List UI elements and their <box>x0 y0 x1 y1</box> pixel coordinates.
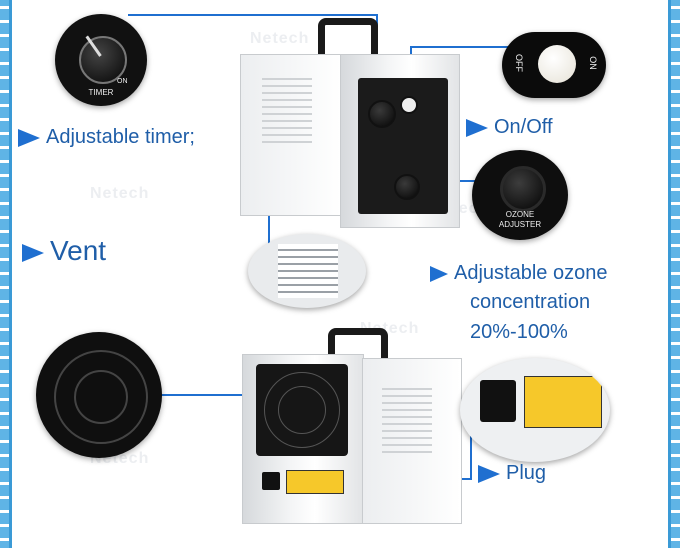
connector-line <box>130 394 270 396</box>
fan-grille <box>54 350 148 444</box>
power-switch-closeup: OFF ON <box>502 32 606 98</box>
arrow-right-icon <box>18 128 40 147</box>
onoff-feature-text: On/Off <box>494 116 553 138</box>
ozone-feature-text-line1: Adjustable ozone <box>454 262 608 284</box>
plug-closeup <box>460 358 610 462</box>
power-socket <box>262 472 280 490</box>
vent-feature-label: Vent <box>22 235 107 267</box>
ozone-adjuster-label: ADJUSTER <box>498 220 542 229</box>
plug-feature-text: Plug <box>506 462 547 484</box>
warning-sticker <box>524 376 602 428</box>
fan-grille <box>74 370 128 424</box>
carry-handle <box>328 328 388 363</box>
timer-knob <box>368 100 396 128</box>
timer-dial-knob <box>79 36 127 84</box>
onoff-feature-label: On/Off <box>466 116 553 138</box>
arrow-right-icon <box>478 464 500 483</box>
timer-on-label: ON <box>117 78 128 85</box>
ozone-generator-front-view <box>240 18 460 228</box>
side-vent-slats <box>262 78 312 148</box>
carry-handle <box>318 18 378 55</box>
ozone-feature-text-line2: concentration <box>470 291 591 313</box>
ozone-feature-text-line3: 20%-100% <box>470 321 568 343</box>
device-side-panel <box>362 358 462 524</box>
ozone-generator-rear-view <box>242 328 462 524</box>
timer-dial-label: TIMER <box>88 88 114 97</box>
timer-feature-label: Adjustable timer; <box>18 126 195 148</box>
watermark: Netech <box>250 30 310 47</box>
ozone-adjuster-label: OZONE <box>505 210 535 219</box>
vent-closeup <box>248 234 366 308</box>
fan-closeup <box>36 332 162 458</box>
power-inlet <box>480 380 516 422</box>
warning-label <box>286 470 344 494</box>
arrow-right-icon <box>466 118 488 137</box>
arrow-right-icon <box>22 243 44 262</box>
ozone-adjuster-knob <box>500 166 546 212</box>
side-vent-slats <box>382 388 432 458</box>
connector-line <box>410 46 510 48</box>
ozone-adjuster-closeup: OZONE ADJUSTER <box>472 150 568 240</box>
power-switch-button <box>538 45 576 83</box>
connector-line <box>128 14 376 16</box>
ozone-knob <box>394 174 420 200</box>
vent-feature-text: Vent <box>50 235 107 266</box>
watermark: Netech <box>90 185 150 202</box>
power-switch <box>400 96 418 114</box>
right-decorative-border <box>668 0 680 548</box>
timer-dial-closeup: TIMER ON <box>55 14 147 106</box>
timer-feature-text: Adjustable timer; <box>46 126 195 148</box>
left-decorative-border <box>0 0 12 548</box>
switch-off-label: OFF <box>514 54 524 72</box>
vent-slats <box>278 244 338 298</box>
connector-line <box>470 410 472 480</box>
arrow-right-icon <box>430 265 448 282</box>
plug-feature-label: Plug <box>478 462 546 484</box>
ozone-feature-label: Adjustable ozone <box>430 262 607 284</box>
cooling-fan <box>256 364 348 456</box>
switch-on-label: ON <box>587 56 598 70</box>
